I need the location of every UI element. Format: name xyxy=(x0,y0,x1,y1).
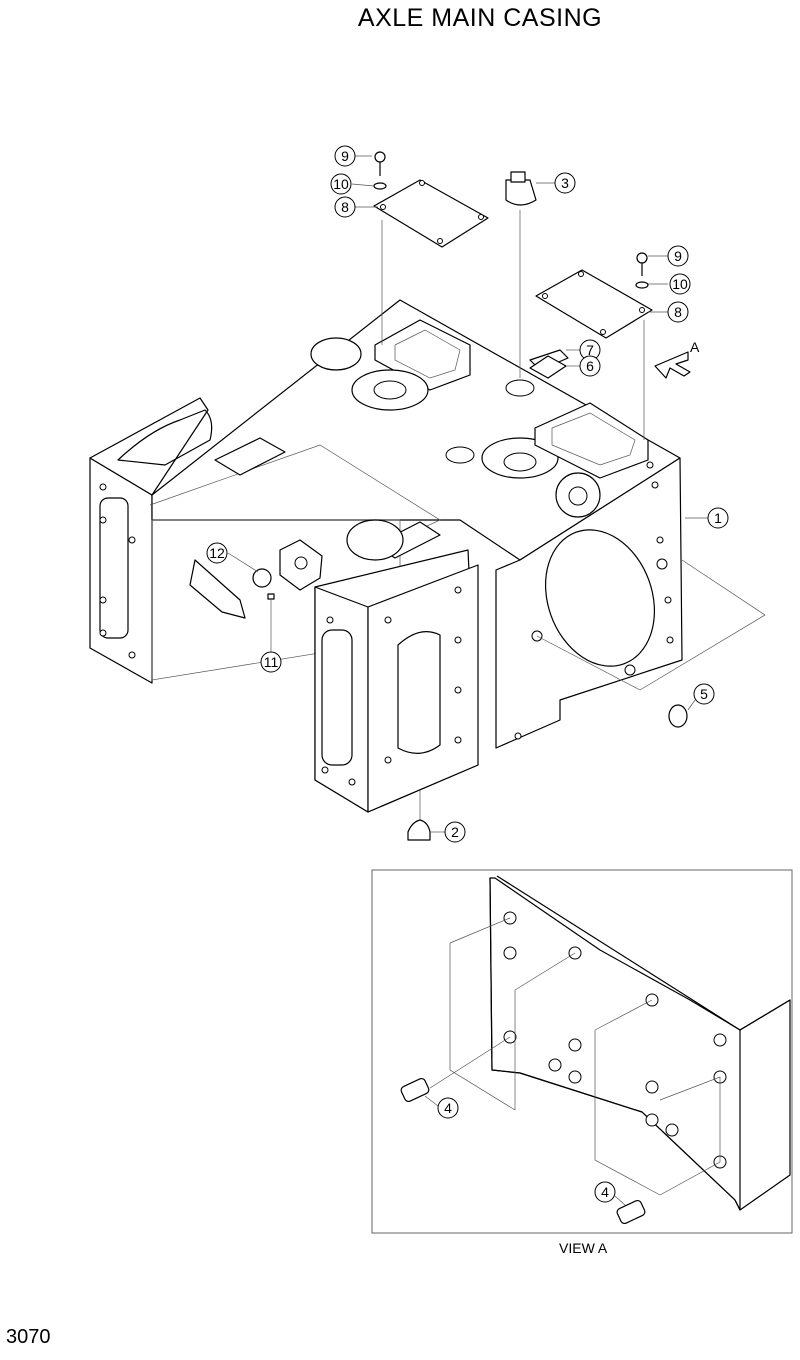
svg-text:5: 5 xyxy=(700,686,708,702)
svg-text:10: 10 xyxy=(333,176,349,192)
bolt-left xyxy=(373,151,387,190)
callout-9-top: 9 xyxy=(334,145,356,167)
plug-top xyxy=(505,171,537,378)
svg-text:1: 1 xyxy=(714,510,722,526)
svg-text:6: 6 xyxy=(586,358,594,374)
page-title: AXLE MAIN CASING xyxy=(357,4,603,32)
svg-text:4: 4 xyxy=(444,1100,452,1116)
callout-8-top: 8 xyxy=(334,196,356,218)
view-a-inset: VIEW A xyxy=(371,869,793,1256)
svg-text:12: 12 xyxy=(209,545,225,561)
svg-text:7: 7 xyxy=(586,342,594,358)
bolt-right xyxy=(635,252,649,289)
svg-text:3: 3 xyxy=(561,175,569,191)
callout-4-right: 4 xyxy=(594,1181,616,1203)
callout-3: 3 xyxy=(554,172,576,194)
side-flange xyxy=(252,539,323,600)
axle-casing-body xyxy=(89,299,766,813)
stud-left xyxy=(400,1077,439,1107)
view-a-direction-label: A xyxy=(690,339,700,355)
callout-5: 5 xyxy=(693,683,715,705)
svg-text:10: 10 xyxy=(672,276,688,292)
callout-6: 6 xyxy=(579,355,601,377)
callout-10-top: 10 xyxy=(330,173,352,195)
svg-text:8: 8 xyxy=(341,199,349,215)
cover-plate-left xyxy=(373,179,489,345)
leader-lines xyxy=(227,155,708,833)
callout-4-left: 4 xyxy=(437,1097,459,1119)
callout-10-right: 10 xyxy=(669,273,691,295)
svg-text:9: 9 xyxy=(341,148,349,164)
plug-right xyxy=(668,704,688,728)
callout-8-right: 8 xyxy=(667,301,689,323)
view-a-arrow: A xyxy=(654,339,700,379)
svg-text:4: 4 xyxy=(601,1184,609,1200)
cover-plate-right xyxy=(535,269,653,440)
view-a-label: VIEW A xyxy=(559,1240,608,1256)
callout-9-right: 9 xyxy=(667,245,689,267)
callout-2: 2 xyxy=(444,821,466,843)
callout-11: 11 xyxy=(260,651,282,673)
page-number: 3070 xyxy=(6,1326,51,1348)
plug-bottom xyxy=(407,790,431,841)
stud-right xyxy=(614,1195,646,1225)
svg-text:8: 8 xyxy=(674,304,682,320)
svg-text:11: 11 xyxy=(264,654,279,670)
svg-text:9: 9 xyxy=(674,248,682,264)
callout-12: 12 xyxy=(206,542,228,564)
svg-text:2: 2 xyxy=(451,824,459,840)
callout-1: 1 xyxy=(707,507,729,529)
